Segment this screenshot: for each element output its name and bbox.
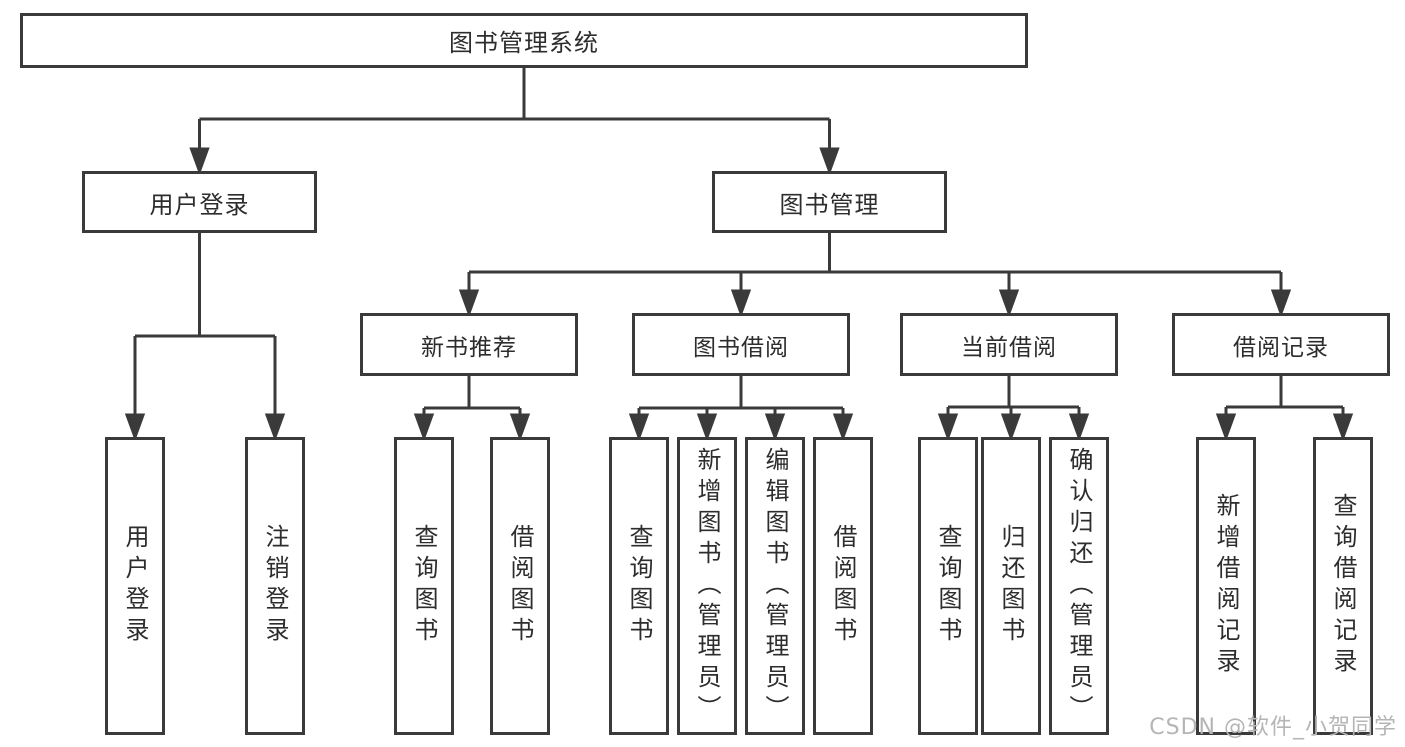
- leaf-label: 查询借阅记录: [1329, 493, 1357, 679]
- arrowhead-icon: [832, 413, 854, 442]
- arrowhead-icon: [189, 147, 210, 176]
- leaf-add-book-admin: 新增图书（管理员）: [677, 437, 737, 735]
- leaf-label: 新增借阅记录: [1212, 493, 1240, 679]
- leaf-label: 查询图书: [410, 524, 438, 648]
- arrowhead-icon: [1068, 413, 1090, 442]
- edge-root-to-level2: [189, 68, 840, 176]
- arrowhead-icon: [1332, 413, 1354, 442]
- node-borrowing-records: 借阅记录: [1172, 313, 1390, 376]
- node-root: 图书管理系统: [20, 13, 1028, 68]
- arrowhead-icon: [509, 413, 531, 442]
- arrowhead-icon: [764, 413, 786, 442]
- leaf-edit-book-admin: 编辑图书（管理员）: [745, 437, 805, 735]
- leaf-borrow-books-recommend: 借阅图书: [490, 437, 550, 735]
- leaf-label: 编辑图书（管理员）: [761, 446, 789, 726]
- edge-book-borrow-to-leaves: [628, 376, 854, 442]
- node-book-management: 图书管理: [712, 171, 947, 233]
- edge-new-book-to-leaves: [413, 376, 531, 442]
- node-book-borrowing: 图书借阅: [632, 313, 850, 376]
- leaf-query-borrow-record: 查询借阅记录: [1313, 437, 1373, 735]
- arrowhead-icon: [998, 289, 1020, 318]
- leaf-label: 查询图书: [625, 524, 653, 648]
- leaf-label: 借阅图书: [829, 524, 857, 648]
- arrowhead-icon: [124, 413, 146, 442]
- node-new-book-recommendation: 新书推荐: [360, 313, 578, 376]
- leaf-label: 归还图书: [997, 524, 1025, 648]
- leaf-query-books-recommend: 查询图书: [394, 437, 454, 735]
- arrowhead-icon: [1000, 413, 1022, 442]
- arrowhead-icon: [458, 289, 480, 318]
- leaf-label: 新增图书（管理员）: [693, 446, 721, 726]
- leaf-label: 注销登录: [261, 524, 289, 648]
- arrowhead-icon: [264, 413, 286, 442]
- edge-user-login-to-leaves: [124, 233, 286, 442]
- leaf-add-borrow-record: 新增借阅记录: [1196, 437, 1256, 735]
- leaf-logout: 注销登录: [245, 437, 305, 735]
- leaf-user-login: 用户登录: [105, 437, 165, 735]
- node-current-borrowing: 当前借阅: [900, 313, 1118, 376]
- arrowhead-icon: [730, 289, 752, 318]
- arrowhead-icon: [819, 147, 840, 176]
- arrowhead-icon: [937, 413, 959, 442]
- leaf-label: 查询图书: [934, 524, 962, 648]
- leaf-return-books: 归还图书: [981, 437, 1041, 735]
- arrowhead-icon: [1270, 289, 1292, 318]
- arrowhead-icon: [413, 413, 435, 442]
- node-user-login: 用户登录: [82, 171, 317, 233]
- leaf-query-books-current: 查询图书: [918, 437, 978, 735]
- leaf-label: 借阅图书: [506, 524, 534, 648]
- arrowhead-icon: [696, 413, 718, 442]
- leaf-confirm-return-admin: 确认归还（管理员）: [1049, 437, 1109, 735]
- leaf-query-books-borrow: 查询图书: [609, 437, 669, 735]
- leaf-label: 确认归还（管理员）: [1065, 446, 1093, 726]
- edge-book-management-to-level3: [458, 233, 1292, 318]
- edge-borrow-records-to-leaves: [1215, 376, 1354, 442]
- leaf-borrow-books-borrow: 借阅图书: [813, 437, 873, 735]
- arrowhead-icon: [628, 413, 650, 442]
- arrowhead-icon: [1215, 413, 1237, 442]
- leaf-label: 用户登录: [121, 524, 149, 648]
- edge-current-borrow-to-leaves: [937, 376, 1090, 442]
